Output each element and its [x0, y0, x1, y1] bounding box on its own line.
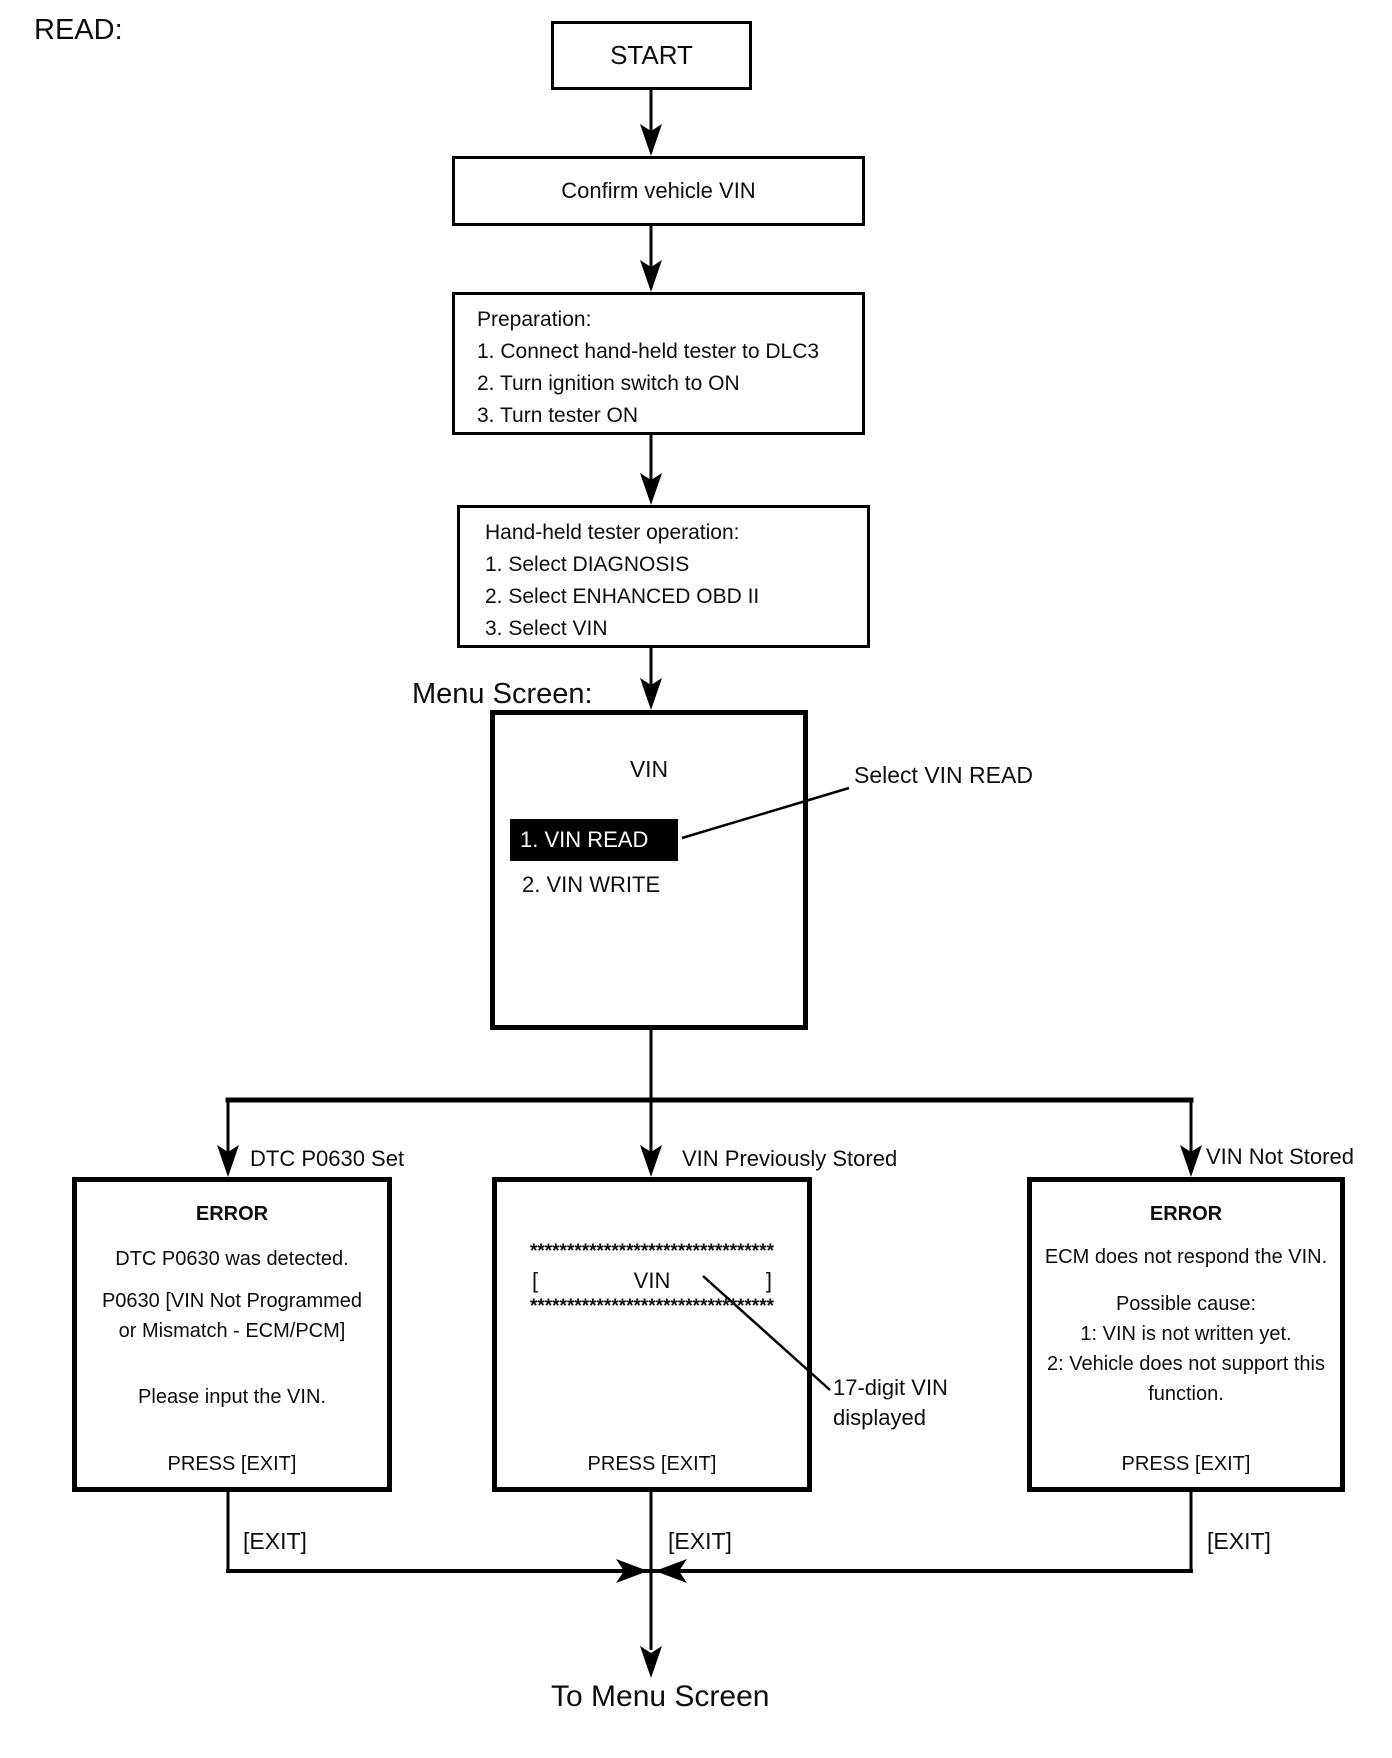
press-exit-label: PRESS [EXIT]	[167, 1453, 297, 1475]
error-instruction: Please input the VIN.	[138, 1386, 326, 1408]
error-title: ERROR	[195, 1203, 269, 1225]
possible-cause-2-cont: function.	[1148, 1383, 1224, 1405]
error-detail: P0630 [VIN Not Programmed	[101, 1290, 363, 1312]
vin-menu-screen: VIN 1. VIN READ 2. VIN WRITE	[490, 710, 808, 1030]
confirm-vin-label: Confirm vehicle VIN	[561, 178, 756, 203]
press-exit-label: PRESS [EXIT]	[587, 1453, 717, 1475]
error-message: ECM does not respond the VIN.	[1044, 1246, 1328, 1268]
possible-cause-1: 1: VIN is not written yet.	[1080, 1323, 1292, 1345]
tester-operation-title: Hand-held tester operation:	[485, 521, 740, 544]
error-message: DTC P0630 was detected.	[115, 1248, 349, 1270]
asterisk-row: *********************************	[529, 1296, 774, 1317]
start-label: START	[610, 40, 693, 70]
preparation-step: 3. Turn tester ON	[477, 404, 639, 427]
error-vin-not-stored-screen: ERROR ECM does not respond the VIN. Poss…	[1027, 1177, 1345, 1492]
arrowhead-down	[640, 1646, 662, 1678]
select-vin-read-callout: Select VIN READ	[854, 762, 1033, 788]
arrowhead-down	[640, 1145, 662, 1177]
asterisk-row: *********************************	[529, 1241, 774, 1262]
arrowhead-down	[217, 1145, 239, 1177]
exit-label-right: [EXIT]	[1207, 1528, 1271, 1554]
possible-cause-title: Possible cause:	[1115, 1293, 1257, 1315]
arrowhead-down	[1180, 1145, 1202, 1177]
error-title: ERROR	[1149, 1203, 1223, 1225]
start-node: START	[551, 21, 752, 90]
tester-operation-node: Hand-held tester operation: 1. Select DI…	[457, 505, 870, 648]
confirm-vin-node: Confirm vehicle VIN	[452, 156, 865, 226]
preparation-step: 1. Connect hand-held tester to DLC3	[477, 340, 820, 363]
tester-operation-step: 3. Select VIN	[485, 617, 608, 640]
arrowhead-left-converge	[655, 1559, 687, 1583]
arrowhead-down	[640, 473, 662, 505]
vin-menu-title: VIN	[629, 756, 669, 782]
arrowhead-down	[640, 124, 662, 156]
branch-label-vin-not-stored: VIN Not Stored	[1206, 1144, 1354, 1169]
read-heading: READ:	[34, 14, 123, 46]
branch-label-vin-previously-stored: VIN Previously Stored	[682, 1146, 898, 1171]
17-digit-vin-callout-line1: 17-digit VIN	[833, 1375, 948, 1400]
17-digit-vin-callout-line2: displayed	[833, 1405, 926, 1430]
branch-label-dtc-set: DTC P0630 Set	[250, 1146, 405, 1171]
bracket-open: [	[532, 1268, 539, 1293]
exit-label-left: [EXIT]	[243, 1528, 307, 1554]
17-digit-vin-callout: 17-digit VIN displayed	[833, 1373, 948, 1433]
arrowhead-down	[640, 260, 662, 292]
exit-label-mid: [EXIT]	[668, 1528, 732, 1554]
menu-item-vin-write: 2. VIN WRITE	[522, 872, 661, 897]
possible-cause-2: 2: Vehicle does not support this	[1047, 1353, 1325, 1375]
vin-value-label: VIN	[633, 1268, 671, 1293]
error-dtc-p0630-screen: ERROR DTC P0630 was detected. P0630 [VIN…	[72, 1177, 392, 1492]
tester-operation-step: 1. Select DIAGNOSIS	[485, 553, 690, 576]
menu-item-vin-read: 1. VIN READ	[510, 819, 678, 861]
preparation-step: 2. Turn ignition switch to ON	[477, 372, 740, 395]
preparation-title: Preparation:	[477, 308, 592, 331]
bracket-close: ]	[765, 1268, 772, 1293]
menu-screen-heading: Menu Screen:	[412, 678, 593, 710]
preparation-node: Preparation: 1. Connect hand-held tester…	[452, 292, 865, 435]
vin-display-screen: ********************************* [ VIN …	[492, 1177, 812, 1492]
menu-item-vin-read-label: 1. VIN READ	[520, 827, 649, 852]
press-exit-label: PRESS [EXIT]	[1121, 1453, 1251, 1475]
arrowhead-down	[640, 678, 662, 710]
to-menu-screen-label: To Menu Screen	[551, 1680, 770, 1713]
tester-operation-step: 2. Select ENHANCED OBD II	[485, 585, 760, 608]
vin-bracket-row: [ VIN ]	[532, 1268, 772, 1294]
error-detail: or Mismatch - ECM/PCM]	[118, 1320, 346, 1342]
arrowhead-right-converge	[616, 1559, 648, 1583]
callout-line-select-vin-read	[681, 786, 850, 840]
